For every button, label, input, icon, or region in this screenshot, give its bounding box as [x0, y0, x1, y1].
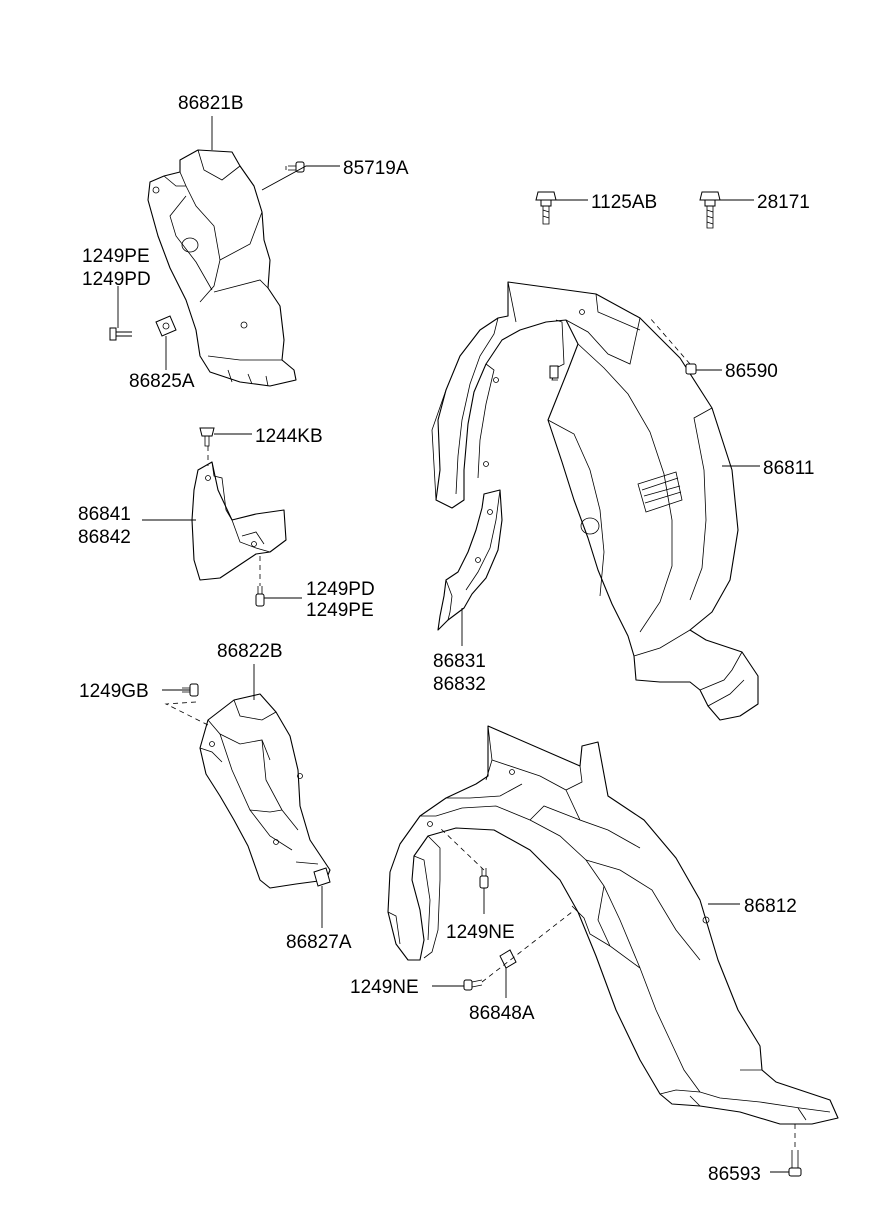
- part-86841-86842-drawing: [191, 461, 287, 581]
- label-86832: 86832: [433, 674, 486, 695]
- label-1249pd-a: 1249PD: [82, 269, 151, 290]
- fastener-86825a: [155, 315, 177, 337]
- label-86825a: 86825A: [129, 371, 195, 392]
- label-1249ne-a: 1249NE: [446, 922, 515, 943]
- label-86848a: 86848A: [469, 1003, 535, 1024]
- fastener-1249gb-guide: [164, 701, 211, 727]
- label-86842: 86842: [78, 527, 131, 548]
- part-86812-drawing: [387, 725, 839, 1125]
- fastener-86593: [788, 1150, 802, 1177]
- fastener-28171: [699, 191, 721, 229]
- fastener-86827a: [313, 867, 331, 887]
- label-86822b: 86822B: [217, 641, 283, 662]
- label-1249pd-b: 1249PD: [306, 579, 375, 600]
- fastener-1249ne-b: [463, 979, 483, 991]
- label-86831: 86831: [433, 651, 486, 672]
- label-86827a: 86827A: [286, 932, 352, 953]
- fastener-86848a-guide: [481, 911, 573, 983]
- label-86841: 86841: [78, 504, 131, 525]
- part-86822b-drawing: [199, 693, 331, 889]
- label-1125ab: 1125AB: [591, 192, 657, 213]
- label-86821b: 86821B: [178, 93, 244, 114]
- fastener-86848a: [499, 949, 517, 969]
- label-1249pe-a: 1249PE: [82, 246, 150, 267]
- fastener-1244kb: [199, 427, 215, 447]
- label-86811: 86811: [763, 458, 814, 479]
- label-1244kb: 1244KB: [255, 426, 323, 447]
- part-86831-86832-drawing: [437, 489, 503, 631]
- part-86821b-drawing: [147, 149, 297, 387]
- label-1249pe-b: 1249PE: [306, 600, 374, 621]
- part-86811-drawing: [431, 281, 759, 721]
- fastener-85719a: [285, 161, 305, 173]
- label-1249gb: 1249GB: [79, 681, 149, 702]
- label-85719a: 85719A: [343, 158, 409, 179]
- fastener-86590: [685, 363, 697, 375]
- fastener-1249ne-a: [479, 868, 489, 889]
- fastener-1249pe-1249pd-a: [109, 327, 132, 341]
- fastener-1125ab: [535, 191, 557, 225]
- fastener-1249pd-1249pe-b: [255, 586, 265, 607]
- fastener-86590-guide: [649, 317, 691, 365]
- label-86593: 86593: [708, 1164, 761, 1185]
- label-86812: 86812: [744, 896, 797, 917]
- label-1249ne-b: 1249NE: [350, 977, 419, 998]
- leader-lines: [117, 116, 789, 1173]
- label-86590: 86590: [725, 361, 778, 382]
- fastener-1249ne-a-guide: [439, 827, 485, 871]
- label-28171: 28171: [757, 192, 810, 213]
